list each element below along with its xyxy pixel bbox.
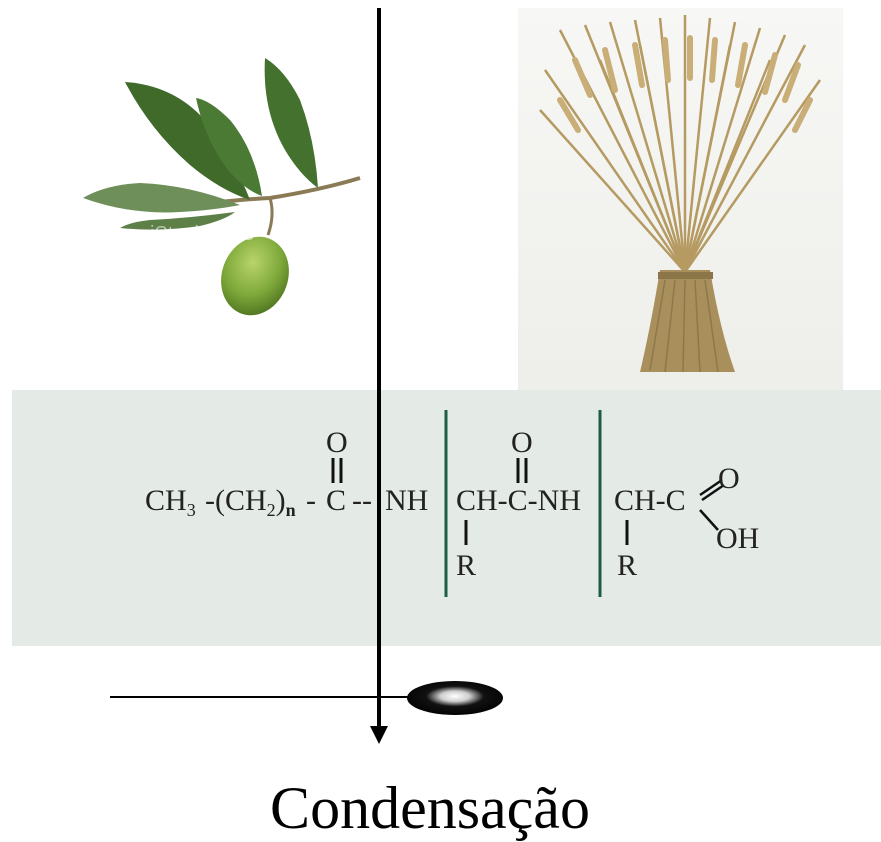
- caption: Condensação: [270, 775, 590, 841]
- ch2-subscript: 2: [267, 500, 276, 520]
- terminal-group: CH-C: [614, 484, 686, 517]
- carbonyl-oxygen-2: O: [511, 426, 533, 459]
- wheat-bundle-image: [518, 8, 843, 390]
- dash-1: -: [306, 484, 316, 517]
- carbonyl-oxygen-1: O: [326, 426, 348, 459]
- ch2-close-paren: ): [276, 484, 286, 517]
- side-chain-r-1: R: [456, 549, 476, 582]
- dash-2: --: [352, 484, 372, 517]
- carbonyl-carbon-1: C: [326, 484, 346, 517]
- ch2-group-label: -(CH2)n: [205, 484, 296, 520]
- down-arrow: [370, 8, 388, 744]
- ch2-text: -(CH: [205, 484, 267, 517]
- olive-branch-image: iStockphoto: [83, 58, 361, 316]
- ch3-label: CH3: [145, 484, 196, 520]
- repeat-unit: CH-C-NH: [456, 484, 581, 517]
- n-subscript: n: [286, 500, 296, 520]
- ch3-text: CH: [145, 484, 187, 517]
- side-chain-r-2: R: [617, 549, 637, 582]
- carboxyl-oxygen: O: [718, 462, 740, 495]
- nh-1: NH: [385, 484, 428, 517]
- arrow-head-icon: [370, 726, 388, 744]
- oil-droplet-icon: [407, 681, 503, 715]
- carboxyl-oh: OH: [716, 522, 759, 555]
- formula-panel: CH3 -(CH2)n - C O -- NH CH-C-NH O R CH-C…: [12, 390, 881, 646]
- svg-text:iStockphoto: iStockphoto: [150, 223, 255, 245]
- ch3-subscript: 3: [187, 500, 196, 520]
